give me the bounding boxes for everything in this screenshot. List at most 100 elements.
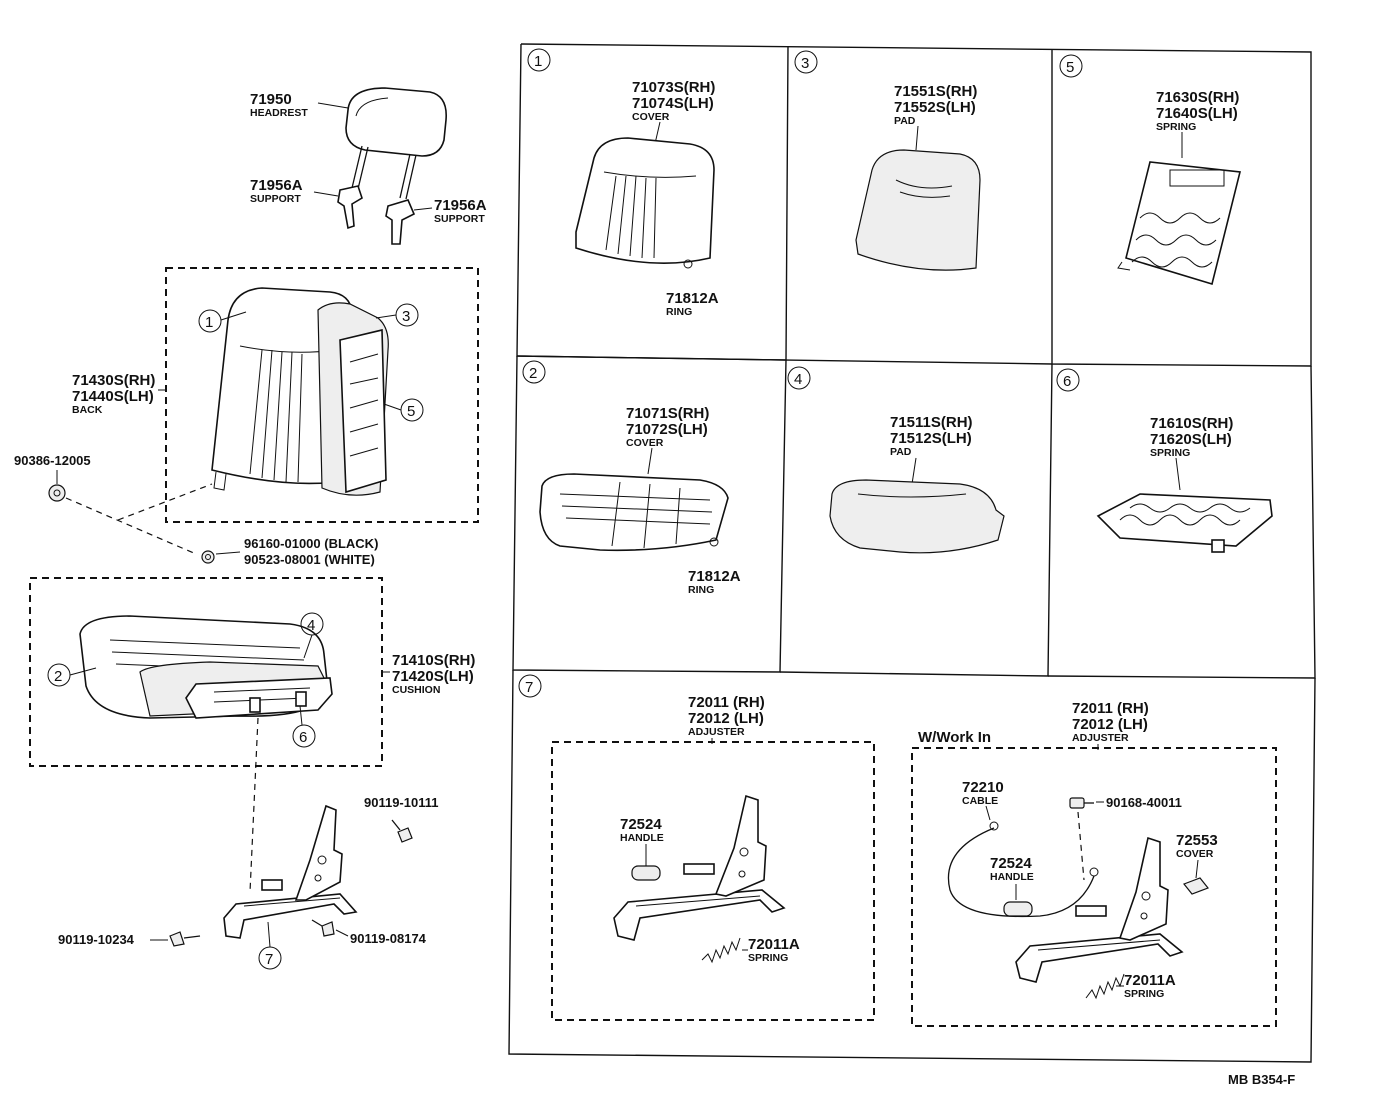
clip-white-part-no: 90523-08001 (WHITE) [244,552,375,567]
callout-cushion-spring: 6 [299,729,307,746]
panel-6-part-lh: 71620S(LH) [1150,431,1232,448]
panel-1-part-lh: 71074S(LH) [632,95,714,112]
panel-7-left-part-lh: 72012 (LH) [688,710,764,727]
panel-7-left-handle-no: 72524 [620,816,662,833]
panel-1-ring-no: 71812A [666,290,719,307]
panel-7-right-part-lh: 72012 (LH) [1072,716,1148,733]
panel-7-right-spring-name: SPRING [1124,988,1164,1000]
panel-1-ring-name: RING [666,306,692,318]
seat-cushion-drawing [79,615,333,719]
bolt-top-drawing [391,819,413,843]
panel-5-name: SPRING [1156,121,1196,133]
adjuster-workin-drawing [1015,836,1184,983]
cushion-spring-drawing [1096,493,1273,553]
clip-black-part-no: 96160-01000 (BLACK) [244,536,378,551]
panel-7-left-handle-name: HANDLE [620,832,664,844]
callout-back-pad: 3 [402,308,410,325]
panel-7-left-spring-no: 72011A [748,936,800,953]
cushion-name: CUSHION [392,684,440,696]
panel-5-index: 5 [1066,59,1074,76]
panel-2-index: 2 [529,365,537,382]
panel-3-part-rh: 71551S(RH) [894,83,977,100]
panel-6-name: SPRING [1150,447,1190,459]
adjuster-overview-drawing [223,804,358,939]
callout-back-cover: 1 [205,314,213,331]
callout-cushion-cover: 2 [54,668,62,685]
panel-7-right-cover-name: COVER [1176,848,1214,860]
spring-workin-drawing [1085,973,1125,1000]
panel-2-part-lh: 71072S(LH) [626,421,708,438]
panel-3-index: 3 [801,55,809,72]
cushion-cover-drawing [539,473,729,552]
panel-4-name: PAD [890,446,912,458]
clip-drawing [201,550,215,564]
panel-7-right-screw-no: 90168-40011 [1106,795,1182,810]
callout-adjuster: 7 [265,951,273,968]
bolt-left-part-no: 90119-10234 [58,932,135,947]
panel-grid [508,43,1316,1063]
handle-drawing [631,865,661,881]
headrest-name: HEADREST [250,107,308,119]
panel-7-right-cable-name: CABLE [962,795,998,807]
panel-3-part-lh: 71552S(LH) [894,99,976,116]
support-right-name: SUPPORT [434,213,485,225]
adjuster-drawing [613,794,786,941]
bolt-top-part-no: 90119-10111 [364,795,438,810]
panel-2-name: COVER [626,437,664,449]
nut-drawing [48,484,66,502]
support-right-part-no: 71956A [434,197,487,214]
panel-5-part-lh: 71640S(LH) [1156,105,1238,122]
panel-6-part-rh: 71610S(RH) [1150,415,1233,432]
nut-part-no: 90386-12005 [14,453,91,468]
panel-7-right-part-rh: 72011 (RH) [1072,700,1149,717]
back-name: BACK [72,404,103,416]
panel-5-part-rh: 71630S(RH) [1156,89,1239,106]
back-part-lh: 71440S(LH) [72,388,154,405]
panel-7-right-handle-no: 72524 [990,855,1032,872]
bolt-right-drawing [311,919,335,937]
screw-drawing [1069,797,1094,809]
panel-7-left-box [551,741,875,1021]
back-assembly-box [165,267,479,523]
spring-drawing [701,937,741,964]
support-left-part-no: 71956A [250,177,303,194]
drawing-code: MB B354-F [1228,1072,1295,1087]
panel-2-part-rh: 71071S(RH) [626,405,709,422]
seat-back-drawing [211,287,389,496]
cable-drawing [947,821,1099,918]
panel-7-index: 7 [525,679,533,696]
panel-7-left-name: ADJUSTER [688,726,745,738]
back-part-rh: 71430S(RH) [72,372,155,389]
panel-7-right-cover-no: 72553 [1176,832,1218,849]
bolt-left-drawing [169,931,201,947]
bolt-right-part-no: 90119-08174 [350,931,427,946]
panel-1-index: 1 [534,53,542,70]
panel-4-index: 4 [794,371,802,388]
panel-7-right-caption: W/Work In [918,729,991,746]
callout-cushion-pad: 4 [307,617,315,634]
support-left-name: SUPPORT [250,193,301,205]
panel-6-index: 6 [1063,373,1071,390]
panel-1-name: COVER [632,111,670,123]
panel-4-part-lh: 71512S(LH) [890,430,972,447]
panel-7-right-cable-no: 72210 [962,779,1004,796]
support-right-drawing [385,199,416,245]
panel-7-right-box [911,747,1277,1027]
panel-2-ring-no: 71812A [688,568,741,585]
support-left-drawing [337,185,363,230]
cushion-part-rh: 71410S(RH) [392,652,475,669]
panel-7-right-spring-no: 72011A [1124,972,1176,989]
panel-4-part-rh: 71511S(RH) [890,414,973,431]
panel-2-ring-name: RING [688,584,714,596]
panel-1-part-rh: 71073S(RH) [632,79,715,96]
back-pad-drawing [855,149,981,271]
headrest-part-no: 71950 [250,91,292,108]
headrest-drawing [345,87,447,200]
cushion-pad-drawing [829,479,1005,554]
callout-back-spring: 5 [407,403,415,420]
back-spring-drawing [1117,161,1241,286]
panel-7-right-handle-name: HANDLE [990,871,1034,883]
cover-drawing [1183,877,1209,895]
panel-3-name: PAD [894,115,916,127]
